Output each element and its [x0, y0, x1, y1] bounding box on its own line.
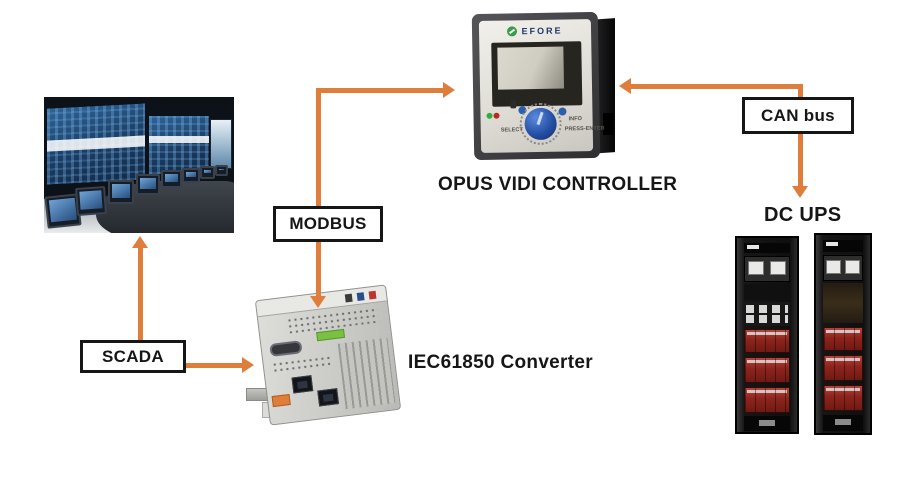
dcups-rack-right — [814, 233, 872, 435]
vent-slot-grid — [337, 337, 396, 410]
converter-body — [254, 284, 402, 426]
operator-monitor — [75, 185, 107, 217]
modbus-line-horizontal — [316, 88, 444, 93]
canbus-line-horizontal — [630, 84, 803, 89]
operator-monitor — [161, 170, 182, 188]
operator-monitor — [200, 166, 215, 179]
battery-module — [744, 357, 790, 383]
blue-marker-icon — [356, 292, 365, 301]
rack-base — [744, 416, 790, 431]
screen-highlight-band — [149, 135, 209, 143]
control-room-image — [44, 97, 234, 233]
arrowhead-up-icon — [132, 236, 148, 248]
operator-monitor — [182, 168, 200, 183]
controller-faceplate: EFORE SELECT INFO PRESS-ENTER — [478, 19, 605, 153]
dcups-rack-left — [735, 236, 799, 434]
controller-controls: SELECT INFO PRESS-ENTER — [480, 99, 605, 149]
arrowhead-down-icon — [792, 186, 808, 198]
scada-label: SCADA — [102, 346, 164, 366]
dcups-caption: DC UPS — [764, 204, 842, 226]
knob-dot-left-icon — [518, 106, 527, 115]
ethernet-port-icon — [317, 388, 340, 407]
controller-display-glass — [497, 46, 565, 90]
arrowhead-left-icon — [619, 78, 631, 94]
arrowhead-right-icon — [242, 357, 254, 373]
rack-open-bay — [823, 283, 863, 323]
green-led-icon — [486, 112, 493, 119]
arrowhead-down-icon — [310, 296, 326, 308]
modbus-label-box: MODBUS — [273, 206, 383, 242]
scada-label-box: SCADA — [80, 340, 186, 373]
wall-screen-right — [148, 115, 210, 175]
iec61850-converter-image — [246, 284, 406, 434]
efore-brand-text: EFORE — [521, 25, 563, 37]
controller-caption: OPUS VIDI CONTROLLER — [438, 174, 678, 195]
rack-top-unit — [744, 243, 790, 253]
ethernet-port-icon — [291, 375, 314, 394]
rack-base — [823, 415, 863, 431]
select-label: SELECT — [500, 126, 523, 133]
canbus-line-vertical — [798, 84, 803, 187]
battery-module — [823, 327, 863, 351]
wall-screen-sky-panel — [210, 119, 232, 169]
canbus-label: CAN bus — [761, 105, 835, 125]
scada-to-converter-line — [186, 363, 243, 368]
green-label-sticker — [316, 328, 346, 342]
efore-logo-icon — [507, 26, 518, 37]
knob-dot-right-icon — [558, 107, 567, 116]
canbus-label-box: CAN bus — [742, 97, 854, 134]
operator-monitor — [108, 180, 134, 204]
red-led-icon — [493, 112, 500, 119]
rack-blank-panel — [744, 284, 790, 300]
converter-caption: IEC61850 Converter — [408, 352, 593, 373]
rack-monitor-panel — [744, 256, 790, 282]
battery-module — [823, 385, 863, 411]
opus-vidi-controller-image: EFORE SELECT INFO PRESS-ENTER — [471, 11, 615, 161]
rotary-knob-icon — [519, 102, 563, 146]
battery-module — [744, 329, 790, 353]
pointer-mark-icon — [510, 100, 517, 109]
efore-logo: EFORE — [479, 25, 591, 37]
red-marker-icon — [368, 290, 377, 300]
info-label: INFO — [568, 115, 583, 122]
orange-rail-clip — [271, 393, 291, 408]
operator-monitor — [136, 174, 160, 195]
wall-screen-left — [46, 102, 146, 186]
operator-monitor — [215, 165, 228, 176]
vent-dot-grid — [271, 354, 333, 374]
dsub-connector-icon — [269, 340, 303, 357]
scada-to-controlroom-line — [138, 247, 143, 341]
battery-module — [823, 355, 863, 381]
dark-marker-icon — [344, 293, 353, 303]
arrowhead-right-icon — [443, 82, 455, 98]
controller-rear-connector — [603, 113, 613, 135]
modbus-label: MODBUS — [289, 214, 367, 233]
modbus-line-vertical — [316, 88, 321, 297]
rack-monitor-panel — [823, 255, 863, 281]
battery-module — [744, 387, 790, 413]
screen-highlight-band — [47, 135, 145, 152]
controller-front-panel: EFORE SELECT INFO PRESS-ENTER — [471, 11, 605, 161]
rack-breaker-panel — [744, 302, 790, 326]
controller-display — [491, 41, 583, 107]
press-enter-label: PRESS-ENTER — [564, 124, 605, 132]
rack-top-unit — [823, 240, 863, 252]
